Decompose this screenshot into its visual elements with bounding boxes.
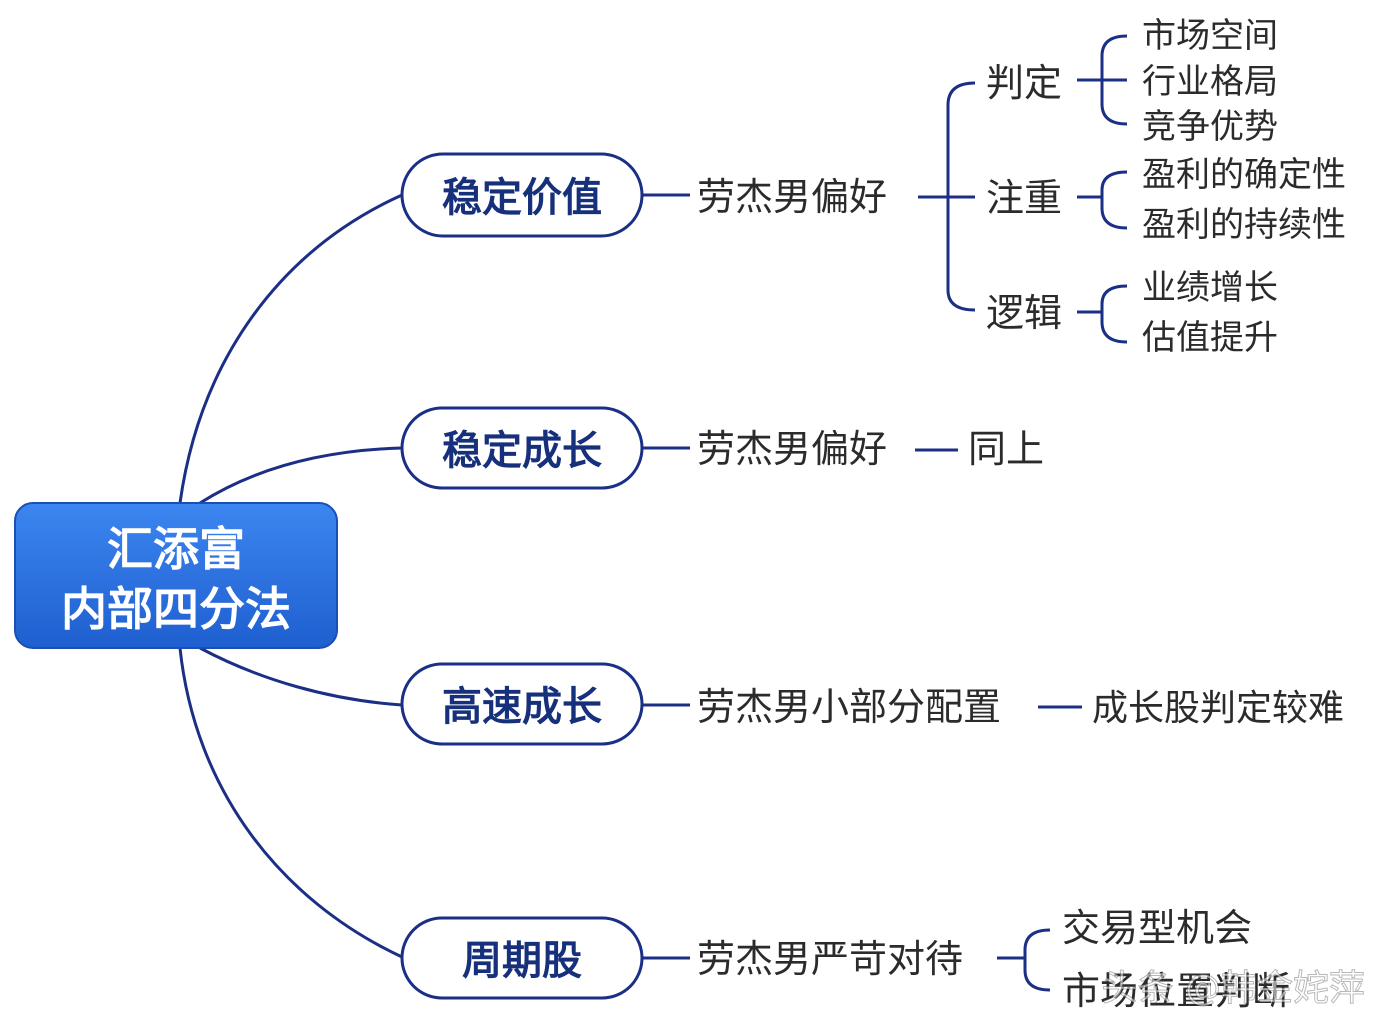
branch-desc: 劳杰男偏好 <box>697 175 887 219</box>
branch-label: 周期股 <box>462 938 582 984</box>
branch-desc: 劳杰男小部分配置 <box>697 685 1001 729</box>
detail-item: 业绩增长 <box>1142 268 1278 308</box>
branch-stable-value: 稳定价值 劳杰男偏好 <box>400 152 948 238</box>
detail-label: 判定 <box>986 61 1062 105</box>
detail-label: 逻辑 <box>986 291 1062 335</box>
detail-item: 市场空间 <box>1142 16 1278 56</box>
branch-note: 同上 <box>968 427 1044 471</box>
detail-label: 注重 <box>986 176 1062 220</box>
detail-focus: 注重 盈利的确定性 盈利的持续性 <box>986 155 1346 245</box>
detail-judge: 判定 市场空间 行业格局 竞争优势 <box>986 16 1278 147</box>
branch-child: 交易型机会 <box>1062 906 1252 950</box>
detail-logic: 逻辑 业绩增长 估值提升 <box>986 268 1278 358</box>
branch-label: 稳定价值 <box>442 175 602 221</box>
detail-item: 估值提升 <box>1142 318 1278 358</box>
root-title-line1: 汇添富 <box>107 522 245 576</box>
root-connectors <box>178 193 403 959</box>
root-title-line2: 内部四分法 <box>61 582 291 636</box>
detail-item: 盈利的持续性 <box>1142 205 1346 245</box>
connector-root-high-growth <box>199 646 403 707</box>
root-node: 汇添富 内部四分法 <box>14 502 338 649</box>
branch-label: 高速成长 <box>442 684 602 730</box>
connector-root-stable-growth <box>199 446 403 505</box>
branch-child: 市场位置判断 <box>1062 969 1290 1013</box>
watermark: 头条 @韩金姹萍 <box>1102 968 1365 1009</box>
connector-root-cyclical <box>178 647 403 959</box>
branch-cyclical: 周期股 劳杰男严苛对待 交易型机会 市场位置判断 <box>400 906 1290 1013</box>
branch-desc: 劳杰男严苛对待 <box>697 937 963 981</box>
branch-desc: 劳杰男偏好 <box>697 427 887 471</box>
detail-item: 行业格局 <box>1142 62 1278 102</box>
branch-high-growth: 高速成长 劳杰男小部分配置 成长股判定较难 <box>400 662 1344 746</box>
branch-note: 成长股判定较难 <box>1092 688 1344 729</box>
branch-label: 稳定成长 <box>442 428 602 474</box>
branch-stable-growth: 稳定成长 劳杰男偏好 同上 <box>400 406 1044 490</box>
detail-item: 盈利的确定性 <box>1142 155 1346 195</box>
connector-root-stable-value <box>178 193 403 504</box>
value-details-bracket <box>946 81 976 312</box>
detail-item: 竞争优势 <box>1142 107 1278 147</box>
